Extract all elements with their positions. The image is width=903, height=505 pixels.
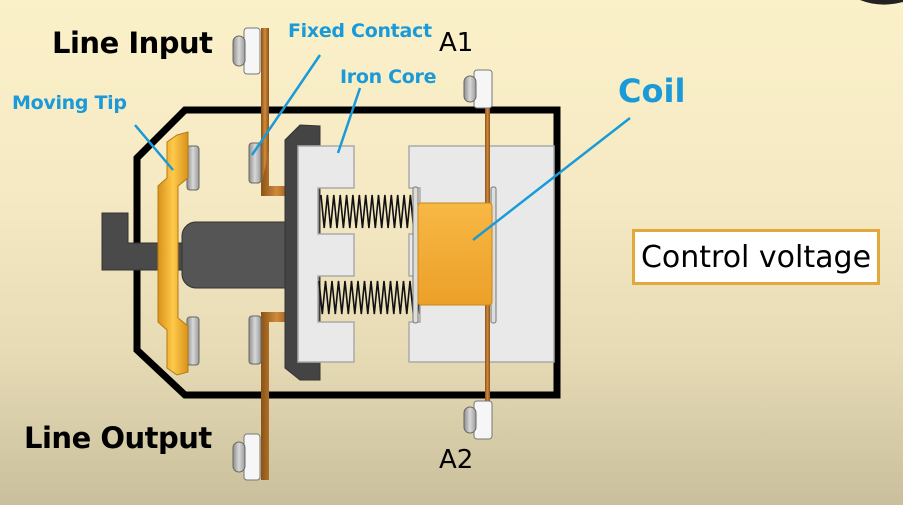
line-output-conductor [232, 312, 292, 481]
fixed-contact-lower [248, 315, 262, 365]
terminal-a1-connector [463, 69, 493, 109]
control-voltage-box: Control voltage [632, 229, 880, 285]
moving-tip [157, 131, 189, 376]
callout-line-moving-tip [134, 124, 174, 171]
callout-line-coil [472, 117, 631, 241]
callout-line-fixed-contact [250, 54, 322, 156]
coil [417, 202, 493, 306]
armature-body [181, 221, 303, 289]
control-voltage-label: Control voltage [640, 239, 872, 275]
housing-outline [133, 106, 561, 399]
moving-tip-label: Moving Tip [12, 92, 127, 114]
line-output-label: Line Output [24, 421, 212, 455]
line-input-label: Line Input [52, 26, 213, 60]
coil-label: Coil [618, 72, 686, 110]
terminal-a1-label: A1 [439, 28, 474, 58]
bobbin-flange-left [412, 186, 419, 324]
corner-shape [860, 0, 903, 5]
line-input-conductor [232, 27, 292, 196]
moving-iron-core [297, 145, 355, 363]
callout-line-iron-core [336, 87, 362, 154]
moving-contact-lower [186, 316, 200, 366]
terminal-a2-label: A2 [439, 445, 474, 475]
fixed-contact-label: Fixed Contact [288, 20, 432, 42]
iron-core-label: Iron Core [340, 66, 437, 88]
terminal-a2-connector [463, 400, 493, 440]
moving-contact-upper [186, 145, 200, 191]
